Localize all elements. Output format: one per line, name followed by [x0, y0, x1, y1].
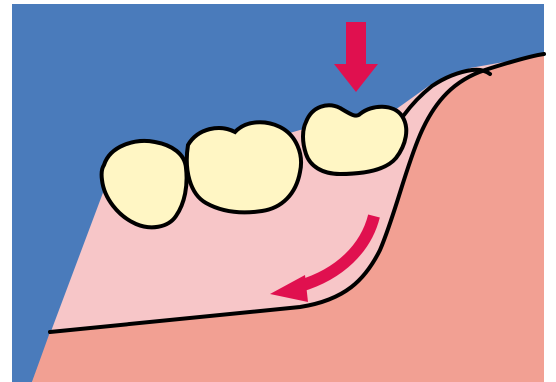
premolar-tooth	[187, 122, 301, 212]
premolar-tooth	[303, 105, 406, 174]
